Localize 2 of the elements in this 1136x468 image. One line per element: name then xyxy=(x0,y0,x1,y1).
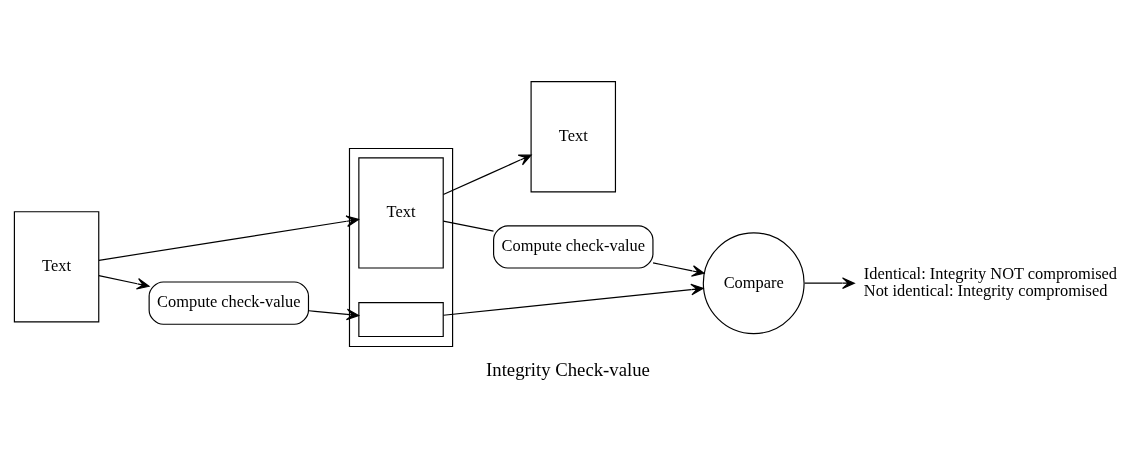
caption: Integrity Check-value xyxy=(486,358,650,380)
node-text: Identical: Integrity NOT compromised Not identical: Integrity compromised xyxy=(863,263,1118,301)
